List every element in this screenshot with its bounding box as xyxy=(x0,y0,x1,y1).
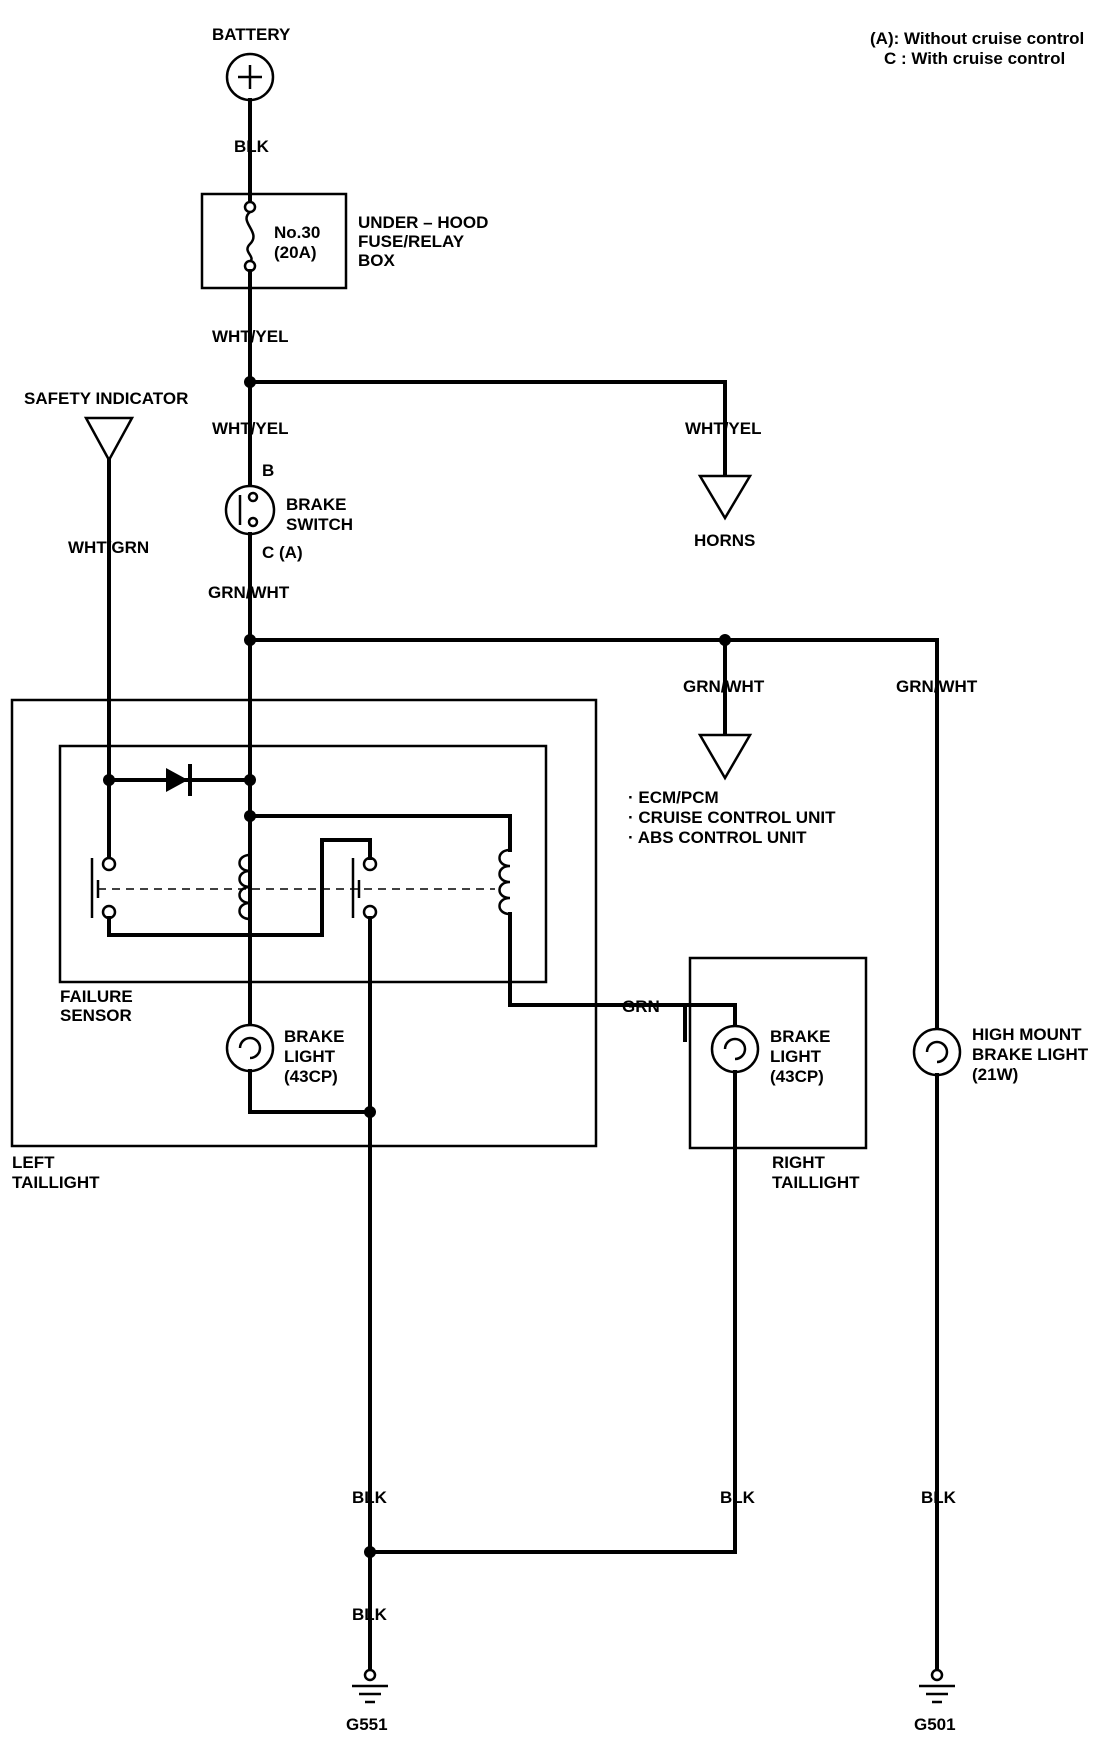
horns-label: HORNS xyxy=(694,531,755,550)
left-brake-light-filament xyxy=(238,1036,262,1060)
high-mount-filament xyxy=(925,1040,949,1064)
left-brake-light-label-1: BRAKE xyxy=(284,1027,344,1046)
ground-g551: G551 xyxy=(346,1668,388,1734)
wire-label-grn: GRN xyxy=(622,997,660,1016)
ground-g551-label: G551 xyxy=(346,1715,388,1734)
horns-connector-icon xyxy=(697,474,753,521)
left-reed-switch xyxy=(90,778,117,920)
fuse-box-label-3: BOX xyxy=(358,251,396,270)
wire-sensor-top-loop xyxy=(248,814,512,852)
ground-g501: G501 xyxy=(914,1668,956,1734)
left-brake-light-label-3: (43CP) xyxy=(284,1067,338,1086)
left-taillight-label-2: TAILLIGHT xyxy=(12,1173,100,1192)
left-coil-icon xyxy=(238,853,251,921)
wire-left-reed-return xyxy=(107,916,252,937)
wire-label-wht-yel-horns: WHT/YEL xyxy=(685,419,762,438)
fuse-terminal-top xyxy=(243,200,257,214)
safety-indicator-connector-icon xyxy=(83,416,135,463)
fuse-relay-box: No.30 (20A) UNDER – HOOD FUSE/RELAY BOX xyxy=(200,192,488,290)
brake-switch-terminal-c: C (A) xyxy=(262,543,303,562)
failure-sensor-label-2: SENSOR xyxy=(60,1006,132,1025)
ground-g551-terminal xyxy=(363,1668,377,1682)
high-mount-label-1: HIGH MOUNT xyxy=(972,1025,1082,1044)
wire-label-grn-wht-1: GRN/WHT xyxy=(208,583,290,602)
high-mount-brake-light: HIGH MOUNT BRAKE LIGHT (21W) xyxy=(912,1025,1089,1084)
wire-label-blk-left: BLK xyxy=(352,1488,388,1507)
left-reed-contact-top xyxy=(101,856,117,872)
brake-switch-label-2: SWITCH xyxy=(286,515,353,534)
fuse-icon xyxy=(245,211,255,263)
junction-sensor-top xyxy=(244,810,256,822)
wire-grn-right xyxy=(508,912,687,1042)
ecm-connector-icon xyxy=(697,733,753,781)
left-brake-light: BRAKE LIGHT (43CP) xyxy=(225,1023,344,1086)
legend-line-2: C : With cruise control xyxy=(884,49,1065,68)
wire-label-grn-wht-2: GRN/WHT xyxy=(683,677,765,696)
ecm-label-1: · ECM/PCM xyxy=(628,788,719,807)
right-brake-light: BRAKE LIGHT (43CP) xyxy=(683,1003,830,1086)
brake-switch-contact-b xyxy=(247,491,259,503)
brake-switch: B BRAKE SWITCH C (A) xyxy=(224,461,353,562)
battery: BATTERY xyxy=(212,25,291,102)
diode-icon xyxy=(166,768,188,792)
junction-diode-right xyxy=(244,774,256,786)
wire-label-blk-battery: BLK xyxy=(234,137,270,156)
right-taillight-label-2: TAILLIGHT xyxy=(772,1173,860,1192)
wire-left-brake-return xyxy=(248,1069,372,1114)
safety-indicator-label: SAFETY INDICATOR xyxy=(24,389,188,408)
ecm-label-2: · CRUISE CONTROL UNIT xyxy=(628,808,836,827)
brake-switch-label-1: BRAKE xyxy=(286,495,346,514)
right-brake-light-icon xyxy=(710,1024,760,1074)
fuse-rating: (20A) xyxy=(274,243,317,262)
ground-g501-label: G501 xyxy=(914,1715,956,1734)
left-brake-light-icon xyxy=(225,1023,275,1073)
left-brake-light-label-2: LIGHT xyxy=(284,1047,336,1066)
right-brake-light-label-2: LIGHT xyxy=(770,1047,822,1066)
failure-sensor-box xyxy=(58,744,548,984)
right-brake-light-label-3: (43CP) xyxy=(770,1067,824,1086)
right-coil xyxy=(498,848,511,916)
legend: (A): Without cruise control C : With cru… xyxy=(870,29,1084,68)
left-taillight-box xyxy=(10,698,598,1148)
right-taillight-box xyxy=(688,956,868,1150)
failure-sensor-label-1: FAILURE xyxy=(60,987,133,1006)
battery-label: BATTERY xyxy=(212,25,291,44)
wire-label-blk-ground: BLK xyxy=(352,1605,388,1624)
wire-label-wht-grn: WHT/GRN xyxy=(68,538,149,557)
wire-grn-wht-high-mount xyxy=(923,638,939,1032)
wire-middle-reed-loop xyxy=(248,838,372,937)
wire-label-grn-wht-3: GRN/WHT xyxy=(896,677,978,696)
wire-label-blk-high: BLK xyxy=(921,1488,957,1507)
right-taillight-label-1: RIGHT xyxy=(772,1153,826,1172)
brake-switch-terminal-b: B xyxy=(262,461,274,480)
legend-line-1: (A): Without cruise control xyxy=(870,29,1084,48)
middle-reed-switch xyxy=(351,856,378,920)
fuse-box-label-2: FUSE/RELAY xyxy=(358,232,465,251)
fuse-box-outline xyxy=(200,192,348,290)
ecm-label-3: · ABS CONTROL UNIT xyxy=(628,828,807,847)
right-brake-light-label-1: BRAKE xyxy=(770,1027,830,1046)
right-brake-light-filament xyxy=(723,1037,747,1061)
junction-ground-join xyxy=(364,1546,376,1558)
brake-switch-contact-c xyxy=(247,516,259,528)
wire-label-blk-right: BLK xyxy=(720,1488,756,1507)
safety-indicator: SAFETY INDICATOR xyxy=(24,389,188,463)
wire-label-wht-yel-2: WHT/YEL xyxy=(212,419,289,438)
wire-label-wht-yel-1: WHT/YEL xyxy=(212,327,289,346)
fuse-box-label-1: UNDER – HOOD xyxy=(358,213,488,232)
fuse-number: No.30 xyxy=(274,223,320,242)
left-coil xyxy=(238,853,251,921)
high-mount-brake-light-icon xyxy=(912,1027,962,1077)
left-taillight-label-1: LEFT xyxy=(12,1153,55,1172)
high-mount-label-3: (21W) xyxy=(972,1065,1018,1084)
high-mount-label-2: BRAKE LIGHT xyxy=(972,1045,1089,1064)
ground-g501-terminal xyxy=(930,1668,944,1682)
right-coil-icon xyxy=(498,848,511,916)
wire-wht-yel-horns xyxy=(248,380,727,478)
